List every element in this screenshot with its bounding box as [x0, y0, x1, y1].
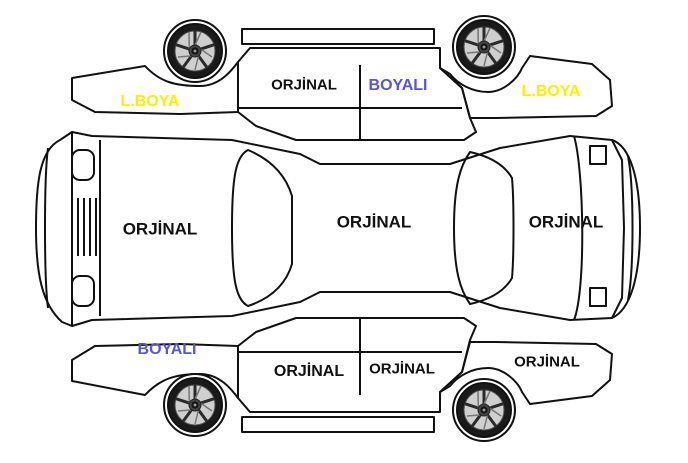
bottom-side-view [71, 317, 613, 443]
front-left-light [71, 149, 95, 181]
bottom-doors-panel [237, 317, 477, 413]
top-rear-door-label: BOYALI [368, 77, 428, 94]
bottom-left-fender-label: BOYALI [137, 341, 197, 358]
hood-label: ORJİNAL [122, 219, 198, 239]
bottom-sill-panel [241, 416, 435, 433]
bottom-right-fender-label: ORJİNAL [514, 353, 580, 371]
rear-bumper-panel [611, 139, 641, 319]
bottom-rear-door-label: ORJİNAL [369, 360, 435, 378]
roof-label: ORJİNAL [336, 212, 412, 232]
top-left-fender-label: L.BOYA [120, 93, 180, 110]
windshield-panel [231, 149, 293, 307]
front-bumper-panel [35, 131, 73, 327]
wheel-icon [162, 18, 228, 84]
top-right-fender-panel [439, 55, 613, 119]
rear-left-light [589, 145, 607, 165]
front-bumper-line [44, 147, 49, 309]
bottom-right-fender-panel [439, 341, 613, 405]
wheel-icon [451, 377, 517, 443]
body-outline [71, 131, 625, 327]
rear-window-panel [453, 151, 515, 305]
top-side-view [71, 14, 613, 141]
top-front-door-label: ORJİNAL [271, 76, 337, 94]
top-view-body [35, 131, 641, 327]
front-right-light [71, 275, 95, 307]
trunk-label: ORJİNAL [528, 212, 604, 232]
wheel-icon [451, 14, 517, 80]
rear-bumper-line [627, 155, 634, 301]
top-sill-panel [241, 28, 435, 45]
top-right-fender-label: L.BOYA [521, 83, 581, 100]
wheel-icon [162, 372, 228, 438]
top-doors-panel [237, 47, 477, 141]
bottom-front-door-label: ORJİNAL [273, 363, 345, 380]
rear-right-light [589, 287, 607, 307]
trunk-edge [573, 135, 584, 321]
